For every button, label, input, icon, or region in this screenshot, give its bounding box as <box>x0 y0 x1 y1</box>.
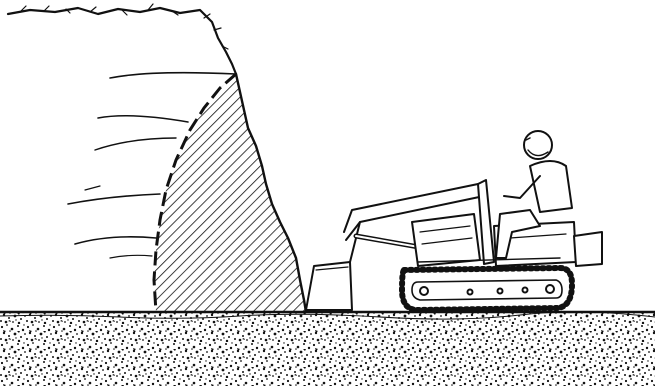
ground-gravel-icon <box>0 312 655 386</box>
undercut-section-icon <box>154 74 306 312</box>
